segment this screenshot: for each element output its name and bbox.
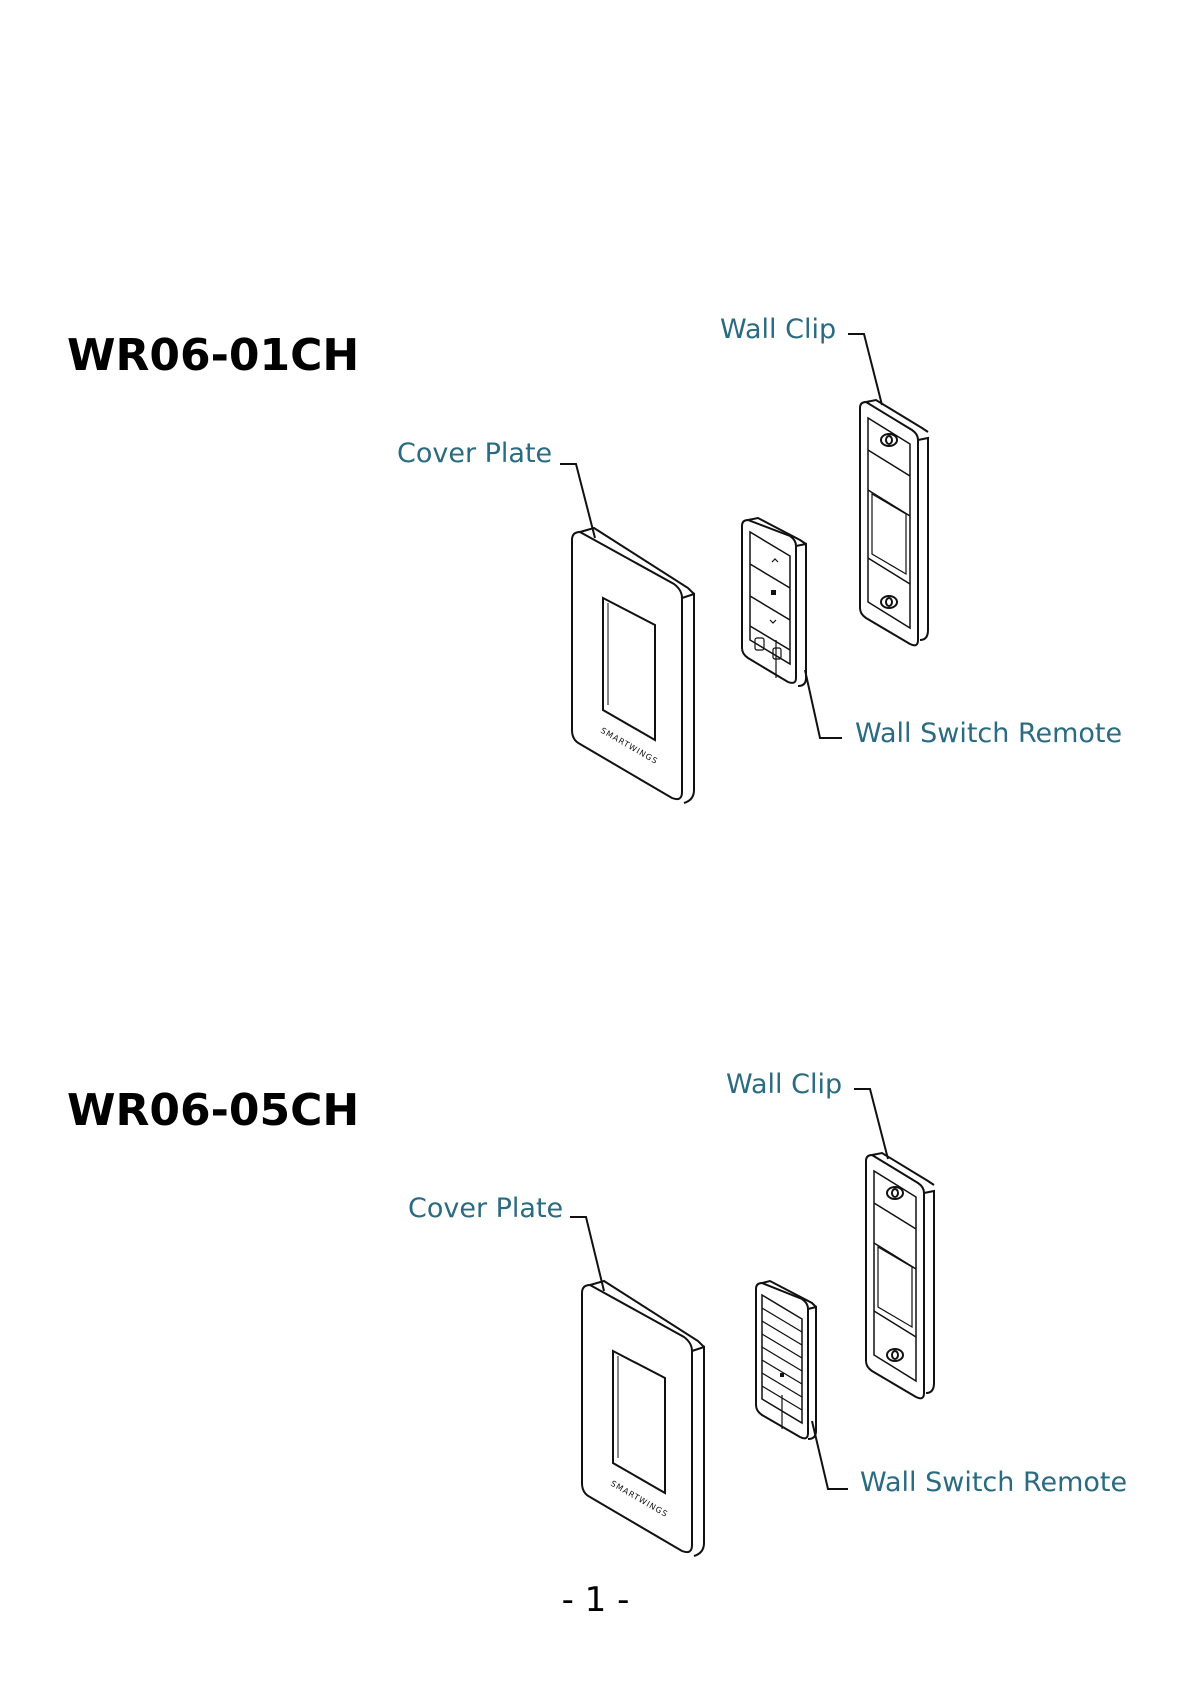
cover-plate-leader (570, 1217, 604, 1291)
remote-drawing (756, 1281, 816, 1439)
cover-plate-leader (560, 464, 595, 538)
wall-clip-drawing (860, 400, 928, 645)
remote-leader (812, 1421, 848, 1489)
remote-drawing (742, 518, 806, 686)
exploded-view-diagram: SMARTWINGS (0, 300, 1191, 920)
wall-clip-leader (848, 334, 882, 405)
wall-clip-drawing (866, 1153, 934, 1398)
cover-plate-drawing: SMARTWINGS (582, 1281, 704, 1556)
remote-leader (805, 670, 842, 738)
cover-plate-drawing: SMARTWINGS (572, 528, 694, 803)
wall-clip-leader (854, 1089, 888, 1159)
page-number: - 1 - (0, 1580, 1191, 1620)
